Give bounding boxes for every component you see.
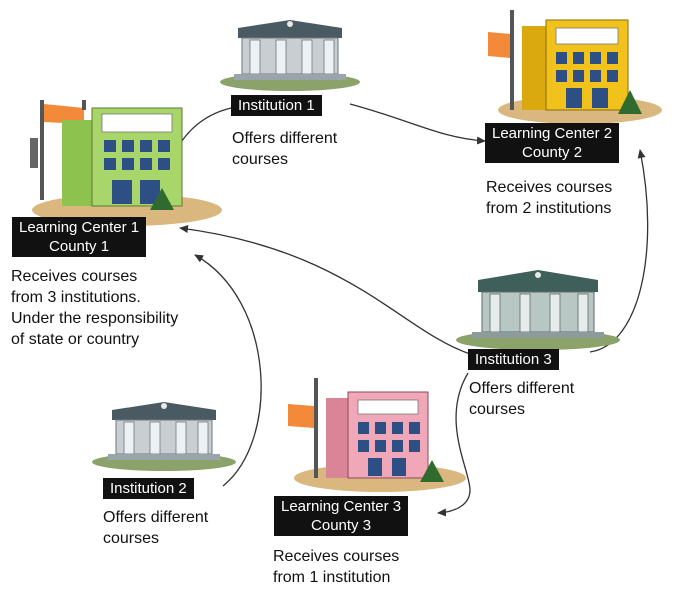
- institution-3-description: Offers different courses: [469, 378, 574, 420]
- connector-arrows: [155, 103, 649, 517]
- learning-center-3-label: Learning Center 3 County 3: [274, 496, 409, 536]
- arrow-inst3-to-center1: [179, 225, 471, 355]
- building-side: [522, 26, 546, 110]
- learning-center-1-county: County 1: [49, 238, 110, 255]
- school-building-icon: [30, 100, 222, 226]
- description-line: courses: [469, 401, 526, 418]
- arrow-inst3-to-center2: [589, 149, 649, 353]
- institution-building-icon: [220, 20, 360, 91]
- description-line: Offers different: [232, 130, 338, 147]
- learning-center-2-label: Learning Center 2 County 2: [485, 123, 620, 163]
- building-side: [326, 398, 348, 478]
- learning-center-3-title: Learning Center 3: [281, 498, 402, 515]
- learning-center-1-description: Receives courses from 3 institutions. Un…: [11, 266, 178, 350]
- institution-building-icon: [92, 402, 236, 471]
- school-building-icon: [488, 10, 662, 124]
- description-line: Receives courses: [273, 548, 400, 565]
- flag-icon: [488, 32, 510, 58]
- arrow-inst1-to-center2: [349, 103, 486, 145]
- description-line: Offers different: [103, 509, 209, 526]
- learning-center-3-description: Receives courses from 1 institution: [273, 546, 399, 588]
- arrow-inst2-to-center1: [194, 254, 262, 487]
- description-line: from 1 institution: [273, 569, 391, 586]
- flagpole: [314, 378, 318, 478]
- flag-icon: [44, 104, 84, 124]
- flagpole: [510, 10, 514, 110]
- flag-icon: [288, 404, 314, 428]
- roof: [238, 20, 342, 38]
- description-line: from 2 institutions: [486, 200, 612, 217]
- description-line: Receives courses: [486, 179, 613, 196]
- school-building-icon: [288, 378, 466, 492]
- institution-1-label: Institution 1: [231, 95, 322, 116]
- learning-center-2-title: Learning Center 2: [492, 125, 613, 142]
- description-line: of state or country: [11, 331, 140, 348]
- arrow-inst3-to-center3: [437, 372, 471, 517]
- description-line: from 3 institutions.: [11, 289, 141, 306]
- institution-2-description: Offers different courses: [103, 507, 208, 549]
- roof: [112, 402, 216, 420]
- learning-center-2-county: County 2: [522, 144, 583, 161]
- building-sign: [357, 399, 419, 415]
- learning-center-3-county: County 3: [311, 517, 372, 534]
- learning-center-1-title: Learning Center 1: [19, 219, 140, 236]
- institution-2-label: Institution 2: [103, 478, 194, 499]
- building-sign: [101, 113, 173, 133]
- roof: [478, 270, 598, 292]
- learning-center-1-label: Learning Center 1 County 1: [12, 217, 147, 257]
- lamp-post: [30, 138, 38, 168]
- institution-3-label: Institution 3: [468, 349, 559, 370]
- building-sign: [555, 27, 619, 45]
- flagpole: [40, 100, 44, 200]
- description-line: courses: [103, 530, 160, 547]
- institution-1-description: Offers different courses: [232, 128, 337, 170]
- description-line: Under the responsibility: [11, 310, 179, 327]
- description-line: Receives courses: [11, 268, 138, 285]
- description-line: Offers different: [469, 380, 575, 397]
- building-side: [62, 120, 92, 206]
- institution-building-icon: [456, 270, 620, 350]
- description-line: courses: [232, 151, 289, 168]
- learning-center-2-description: Receives courses from 2 institutions: [486, 177, 612, 219]
